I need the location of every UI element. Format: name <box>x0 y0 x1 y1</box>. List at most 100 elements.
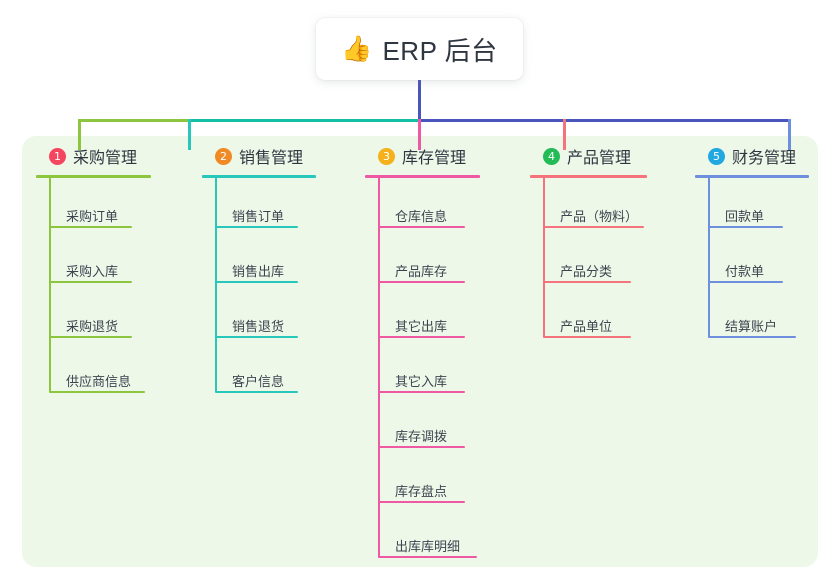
list-item[interactable]: 结算账户 <box>695 288 809 343</box>
leaf-underline <box>49 391 145 393</box>
leaf-underline <box>49 336 132 338</box>
leaf-underline <box>49 226 132 228</box>
branch-underline-3 <box>365 175 480 178</box>
branch-spine-2 <box>215 178 217 392</box>
branch-spine-5 <box>708 178 710 337</box>
leaf-underline <box>543 281 631 283</box>
list-item[interactable]: 销售退货 <box>202 288 316 343</box>
list-item[interactable]: 其它入库 <box>365 343 480 398</box>
branch-title-4: 产品管理 <box>567 150 632 167</box>
leaf-label: 产品库存 <box>395 264 448 279</box>
leaf-label: 出库库明细 <box>395 539 461 554</box>
branch-header-4[interactable]: 4 产品管理 <box>530 144 647 168</box>
branch-spine-1 <box>49 178 51 392</box>
leaf-label: 仓库信息 <box>395 209 448 224</box>
leaf-underline <box>378 336 465 338</box>
leaf-label: 库存调拨 <box>395 429 448 444</box>
leaf-label: 回款单 <box>725 209 765 224</box>
list-item[interactable]: 采购入库 <box>36 233 151 288</box>
leaf-underline <box>708 281 783 283</box>
leaf-label: 销售订单 <box>232 209 285 224</box>
leaf-label: 客户信息 <box>232 374 285 389</box>
branch-header-5[interactable]: 5 财务管理 <box>695 144 809 168</box>
leaf-underline <box>708 226 783 228</box>
list-item[interactable]: 付款单 <box>695 233 809 288</box>
branch-title-1: 采购管理 <box>73 150 138 167</box>
diagram-panel <box>22 136 818 567</box>
leaf-label: 采购入库 <box>66 264 119 279</box>
branch-leaf-list-3: 仓库信息 产品库存 其它出库 其它入库 库存调拨 库存盘点 <box>365 178 480 563</box>
branch-column-1: 1 采购管理 采购订单 采购入库 采购退货 供应商信息 <box>36 144 151 398</box>
leaf-underline <box>378 226 465 228</box>
leaf-underline <box>215 391 298 393</box>
branch-leaf-list-1: 采购订单 采购入库 采购退货 供应商信息 <box>36 178 151 398</box>
branch-underline-1 <box>36 175 151 178</box>
leaf-label: 采购退货 <box>66 319 119 334</box>
branch-number-badge-3: 3 <box>378 147 395 165</box>
leaf-underline <box>378 281 465 283</box>
leaf-label: 库存盘点 <box>395 484 448 499</box>
list-item[interactable]: 回款单 <box>695 178 809 233</box>
list-item[interactable]: 采购退货 <box>36 288 151 343</box>
leaf-label: 销售出库 <box>232 264 285 279</box>
leaf-underline <box>215 281 298 283</box>
branch-leaf-list-4: 产品（物料） 产品分类 产品单位 <box>530 178 647 343</box>
leaf-label: 付款单 <box>725 264 765 279</box>
leaf-label: 产品分类 <box>560 264 613 279</box>
branch-number-badge-1: 1 <box>49 147 66 165</box>
list-item[interactable]: 客户信息 <box>202 343 316 398</box>
branch-column-5: 5 财务管理 回款单 付款单 结算账户 <box>695 144 809 343</box>
branch-column-2: 2 销售管理 销售订单 销售出库 销售退货 客户信息 <box>202 144 316 398</box>
branch-title-5: 财务管理 <box>732 150 797 167</box>
branch-column-4: 4 产品管理 产品（物料） 产品分类 产品单位 <box>530 144 647 343</box>
branch-header-2[interactable]: 2 销售管理 <box>202 144 316 168</box>
list-item[interactable]: 销售订单 <box>202 178 316 233</box>
leaf-underline <box>378 391 465 393</box>
branch-leaf-list-2: 销售订单 销售出库 销售退货 客户信息 <box>202 178 316 398</box>
branch-spine-4 <box>543 178 545 337</box>
leaf-underline <box>215 226 298 228</box>
leaf-label: 供应商信息 <box>66 374 132 389</box>
leaf-label: 销售退货 <box>232 319 285 334</box>
list-item[interactable]: 销售出库 <box>202 233 316 288</box>
list-item[interactable]: 产品库存 <box>365 233 480 288</box>
leaf-underline <box>378 556 477 558</box>
leaf-underline <box>543 336 631 338</box>
root-title-card[interactable]: 👍 ERP 后台 <box>316 18 523 80</box>
branch-number-badge-5: 5 <box>708 147 725 165</box>
list-item[interactable]: 采购订单 <box>36 178 151 233</box>
branch-title-2: 销售管理 <box>239 150 304 167</box>
list-item[interactable]: 产品单位 <box>530 288 647 343</box>
leaf-label: 其它出库 <box>395 319 448 334</box>
list-item[interactable]: 仓库信息 <box>365 178 480 233</box>
leaf-underline <box>543 226 644 228</box>
list-item[interactable]: 供应商信息 <box>36 343 151 398</box>
branch-underline-5 <box>695 175 809 178</box>
branch-underline-4 <box>530 175 647 178</box>
leaf-label: 其它入库 <box>395 374 448 389</box>
branch-underline-2 <box>202 175 316 178</box>
list-item[interactable]: 库存盘点 <box>365 453 480 508</box>
branch-column-3: 3 库存管理 仓库信息 产品库存 其它出库 其它入库 库存调拨 <box>365 144 480 563</box>
leaf-label: 产品（物料） <box>560 209 639 224</box>
list-item[interactable]: 产品（物料） <box>530 178 647 233</box>
leaf-label: 结算账户 <box>725 319 778 334</box>
branch-header-1[interactable]: 1 采购管理 <box>36 144 151 168</box>
branch-header-3[interactable]: 3 库存管理 <box>365 144 480 168</box>
branch-spine-3 <box>378 178 380 557</box>
leaf-underline <box>708 336 796 338</box>
branch-leaf-list-5: 回款单 付款单 结算账户 <box>695 178 809 343</box>
list-item[interactable]: 出库库明细 <box>365 508 480 563</box>
list-item[interactable]: 其它出库 <box>365 288 480 343</box>
list-item[interactable]: 库存调拨 <box>365 398 480 453</box>
leaf-underline <box>378 501 465 503</box>
branch-number-badge-4: 4 <box>543 147 560 165</box>
page-title: ERP 后台 <box>382 35 498 66</box>
branch-title-3: 库存管理 <box>402 150 467 167</box>
branch-number-badge-2: 2 <box>215 147 232 165</box>
leaf-underline <box>215 336 298 338</box>
leaf-underline <box>49 281 132 283</box>
thumbs-up-icon: 👍 <box>341 34 373 63</box>
list-item[interactable]: 产品分类 <box>530 233 647 288</box>
